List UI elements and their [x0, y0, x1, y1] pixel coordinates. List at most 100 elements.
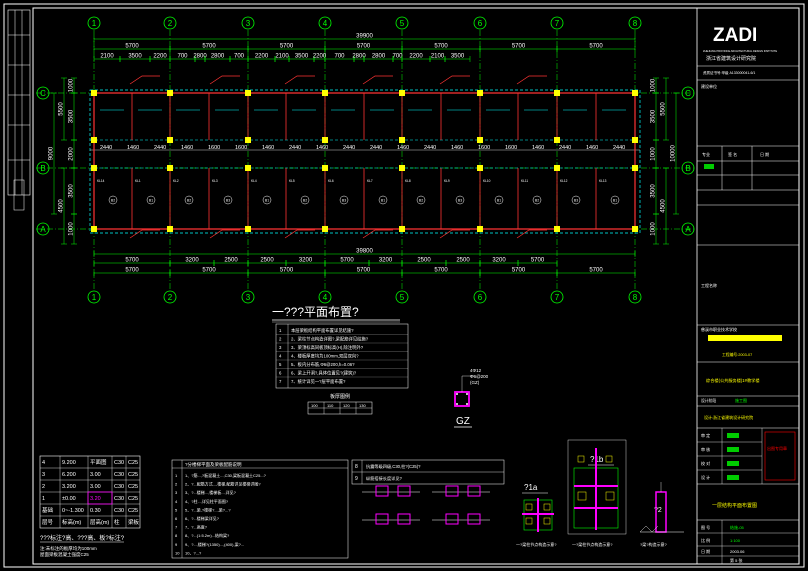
beam-callout: KL4 [251, 179, 257, 183]
top-subspan-label: 2100 [100, 54, 114, 60]
table-cell: 层号 [42, 519, 54, 526]
beam-label: 1460 [451, 145, 463, 151]
bottom-subspan-label: 3200 [492, 258, 506, 264]
grid-bubble [241, 16, 255, 30]
column [245, 165, 251, 171]
top-span-label: 5700 [357, 44, 371, 50]
grid-bubble [550, 290, 564, 304]
column [322, 90, 328, 96]
table-cell: 3 [42, 472, 45, 478]
beam-label: 2440 [289, 145, 301, 151]
slab-tag-text: B1 [381, 199, 385, 203]
column [399, 90, 405, 96]
table-cell: 3.00 [90, 484, 101, 490]
stair-break [209, 229, 240, 239]
stair-break [129, 75, 160, 85]
level-table-note-title: ???标注?高、???高、板?标注? [40, 534, 125, 542]
grid-bubble [241, 290, 255, 304]
section-beam [397, 513, 411, 525]
row-header: 签 名 [728, 151, 737, 157]
date-label: 日 期 [701, 548, 710, 554]
detail-2-label: ?2 [654, 507, 662, 514]
column [632, 165, 638, 171]
stamp-text: 出图专用章 [767, 445, 787, 451]
project-name: 慈溪市职业技术学校 [701, 326, 737, 332]
beam-label: 1460 [316, 145, 328, 151]
column [554, 165, 560, 171]
column [91, 90, 97, 96]
note-number: 9 [175, 542, 178, 547]
right-dim-label: 3500 [651, 109, 657, 123]
legend-cell: 120 [343, 403, 350, 408]
column [477, 226, 483, 232]
gz-note-line: Φ6@200 [470, 374, 489, 379]
top-span-label: 5700 [434, 44, 448, 50]
grid-label: C [40, 89, 46, 98]
slab-tag [262, 195, 272, 205]
date: 2003.06 [730, 549, 745, 554]
grid-label: B [685, 164, 690, 173]
level-table-note: 屋面梁板混凝土强度C25 [40, 551, 89, 558]
column [167, 90, 173, 96]
drawing-frame [32, 7, 800, 565]
beam-label: 2440 [343, 145, 355, 151]
grid-bubble [395, 290, 409, 304]
beam-label: 2440 [154, 145, 166, 151]
logo: ZADI [713, 25, 757, 46]
table-cell: C25 [128, 472, 138, 478]
table-cell: 3.00 [90, 472, 101, 478]
slab-tag [416, 195, 426, 205]
stair-break [439, 229, 470, 239]
right-dim-label: 3500 [651, 184, 657, 198]
left-dim-label: 3500 [69, 109, 75, 123]
column [399, 226, 405, 232]
table-cell: 3.20 [90, 496, 101, 502]
gz-note: 4Φ12 Φ6@200 (GZ) [470, 368, 489, 385]
note-number: 2 [279, 337, 282, 342]
slab-tag [571, 195, 581, 205]
grid-label: 8 [633, 19, 638, 28]
note-number: 1 [175, 473, 178, 478]
total-width-label: 39900 [356, 34, 373, 40]
table-cell: 基础 [42, 506, 54, 514]
legend-table: 板厚图例 100 110 120 130 [307, 393, 373, 415]
legend-cell: 130 [359, 403, 366, 408]
table-cell: 0~-1.300 [62, 508, 84, 514]
table-cell: 层高(m) [90, 518, 109, 526]
grid-label: 1 [92, 293, 97, 302]
beam-callout: KL3 [212, 179, 218, 183]
grid-bubble [163, 290, 177, 304]
note-line: 5、?...梁,?楼梯?...,梁?...? [185, 506, 231, 512]
top-subspan-label: 2800 [193, 54, 207, 60]
grid-bubble [628, 16, 642, 30]
stage-label: 设计阶段 [701, 398, 716, 403]
column [91, 165, 97, 171]
table-cell: 9.200 [62, 460, 76, 466]
beam-label: 1600 [478, 145, 490, 151]
beam-label: 1460 [586, 145, 598, 151]
grid-label: 2 [168, 293, 173, 302]
top-subspan-label: 2200 [409, 54, 423, 60]
table-cell: ±0.00 [62, 496, 76, 502]
bottom-subspan-label: 3200 [299, 258, 313, 264]
gz-note-line: (GZ) [470, 380, 480, 385]
left-dim-label: 3500 [69, 184, 75, 198]
slab-tag [532, 195, 542, 205]
slab-tag [378, 195, 388, 205]
bottom-span-label: 5700 [434, 268, 448, 274]
note-line: 6、?...楼梯梁详见? [185, 515, 220, 521]
note-line: 3、梁顶标高同板顶标高(H),除注明外? [291, 344, 364, 351]
slab-tag-text: B1 [149, 199, 153, 203]
note-line: 10、?...? [185, 550, 202, 555]
column [167, 165, 173, 171]
slab-tag-text: B1 [497, 199, 501, 203]
note-line: 2、?...配筋方式...,楼梯,配筋详见楼梯详图? [185, 481, 261, 487]
top-span-label: 5700 [512, 44, 526, 50]
top-span-label: 5700 [589, 44, 603, 50]
slab-tag [146, 195, 156, 205]
grid-bubble [87, 16, 101, 30]
bottom-span-label: 5700 [589, 268, 603, 274]
bottom-subspan-label: 3200 [185, 258, 199, 264]
left-dim-label: 1000 [69, 222, 75, 236]
